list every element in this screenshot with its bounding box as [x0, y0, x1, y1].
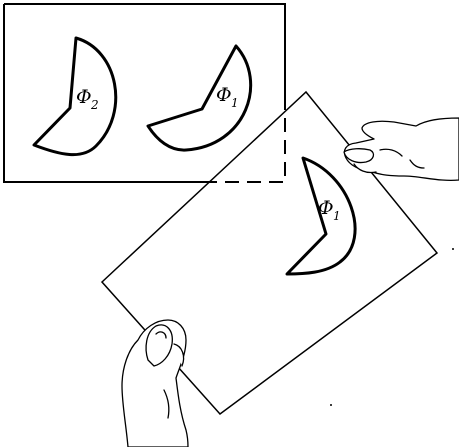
hand-lower-left [122, 320, 188, 447]
shape-phi1-base-symbol: Φ [216, 84, 232, 106]
shape-phi1-base: Φ 1 [148, 46, 251, 150]
shape-phi1-sheet-symbol: Φ [318, 197, 334, 219]
shape-phi2-symbol: Φ [76, 86, 92, 108]
shape-phi1-sheet: Φ 1 [287, 158, 355, 274]
shape-phi1-base-subscript: 1 [231, 96, 239, 110]
shape-phi1-sheet-subscript: 1 [333, 209, 341, 223]
shape-phi2: Φ 2 [34, 38, 116, 155]
speck-mark [452, 248, 454, 250]
speck-mark [330, 404, 332, 406]
hand-upper-right [344, 118, 459, 180]
shape-phi2-subscript: 2 [90, 98, 99, 112]
